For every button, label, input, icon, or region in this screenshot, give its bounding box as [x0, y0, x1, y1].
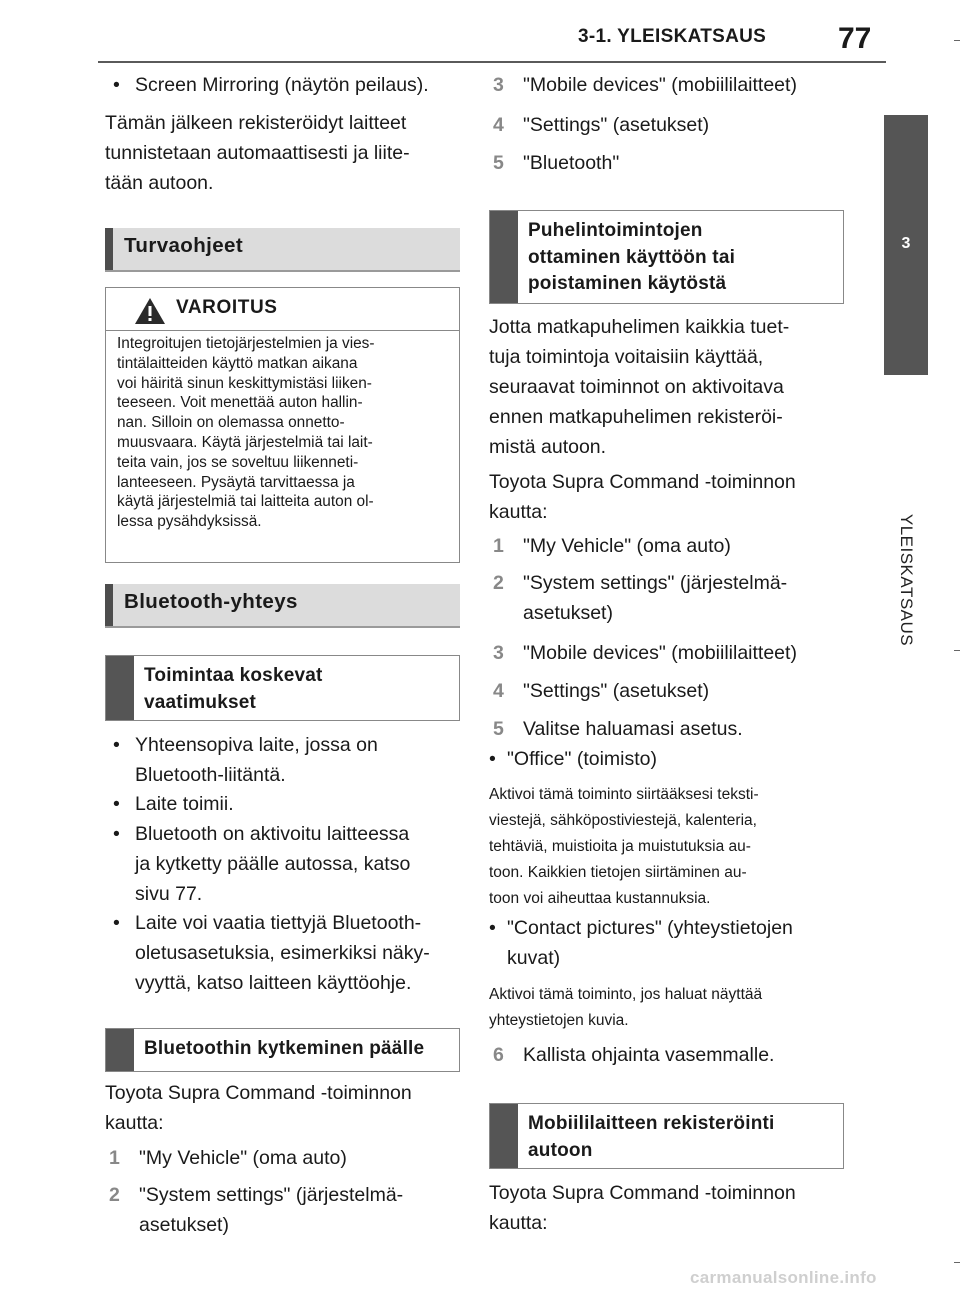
warning-title: VAROITUS — [176, 297, 278, 318]
list-item: Laite voi vaatia tiettyjä Bluetooth- ole… — [105, 908, 460, 998]
step-item: 2 "System settings" (järjestelmä- asetuk… — [493, 572, 788, 624]
page-number: 77 — [838, 22, 872, 55]
list-item: "Office" (toimisto) — [481, 744, 844, 774]
subheading-enable-bluetooth: Bluetoothin kytkeminen päälle — [105, 1028, 460, 1072]
phone-intro-paragraph: Jotta matkapuhelimen kaikkia tuet- tuja … — [489, 316, 790, 458]
subheading-phone-functions: Puhelintoimintojen ottaminen käyttöön ta… — [489, 210, 844, 304]
chapter-tab: 3 — [884, 115, 928, 375]
section-heading-bluetooth: Bluetooth-yhteys — [105, 584, 460, 628]
via-command-paragraph: Toyota Supra Command -toiminnon kautta: — [105, 1082, 412, 1134]
list-item: Bluetooth on aktivoitu laitteessa ja kyt… — [105, 819, 460, 909]
crop-mark — [954, 1262, 960, 1263]
via-command-paragraph: Toyota Supra Command -toiminnon kautta: — [489, 471, 796, 523]
intro-paragraph: Tämän jälkeen rekisteröidyt laitteet tun… — [105, 112, 410, 194]
contact-note: Aktivoi tämä toiminto, jos haluat näyttä… — [489, 986, 763, 1029]
step-item: 4 "Settings" (asetukset) — [493, 114, 710, 136]
step-item: 5 Valitse haluamasi asetus. — [493, 718, 743, 740]
subheading-requirements: Toimintaa koskevat vaatimukset — [105, 655, 460, 721]
warning-text: Integroitujen tietojärjestelmien ja vies… — [117, 335, 375, 531]
list-item: "Contact pictures" (yhteystietojen kuvat… — [481, 913, 844, 973]
via-command-paragraph: Toyota Supra Command -toiminnon kautta: — [489, 1182, 796, 1234]
step-item: 6 Kallista ohjainta vasemmalle. — [493, 1044, 775, 1066]
watermark: carmanualsonline.info — [690, 1268, 877, 1287]
step-item: 3 "Mobile devices" (mobiililaitteet) — [493, 642, 797, 664]
list-item: Yhteensopiva laite, jossa on Bluetooth-l… — [105, 730, 460, 790]
step-item: 5 "Bluetooth" — [493, 152, 620, 174]
crop-mark — [954, 650, 960, 651]
warning-box: VAROITUS Integroitujen tietojärjestelmie… — [105, 287, 460, 563]
warning-header: VAROITUS — [106, 288, 459, 328]
header-rule — [98, 61, 886, 63]
chapter-label: YLEISKATSAUS — [893, 500, 919, 660]
step-item: 2 "System settings" (järjestelmä- asetuk… — [109, 1184, 404, 1236]
step-item: 1 "My Vehicle" (oma auto) — [109, 1147, 347, 1169]
warning-divider — [106, 330, 459, 331]
section-title: 3-1. YLEISKATSAUS — [578, 26, 767, 47]
step-item: 3 "Mobile devices" (mobiililaitteet) — [493, 74, 797, 96]
chapter-label-text: YLEISKATSAUS — [897, 513, 916, 647]
step-item: 1 "My Vehicle" (oma auto) — [493, 535, 731, 557]
bullet-screen-mirroring: Screen Mirroring (näytön peilaus). — [105, 70, 460, 100]
chapter-number: 3 — [901, 235, 911, 252]
subheading-register-device: Mobiililaitteen rekisteröinti autoon — [489, 1103, 844, 1169]
office-note: Aktivoi tämä toiminto siirtääksesi tekst… — [489, 786, 759, 907]
warning-triangle-icon — [135, 298, 165, 324]
step-item: 4 "Settings" (asetukset) — [493, 680, 710, 702]
crop-mark — [954, 40, 960, 41]
section-heading-safety: Turvaohjeet — [105, 228, 460, 272]
list-item: Laite toimii. — [105, 789, 460, 819]
